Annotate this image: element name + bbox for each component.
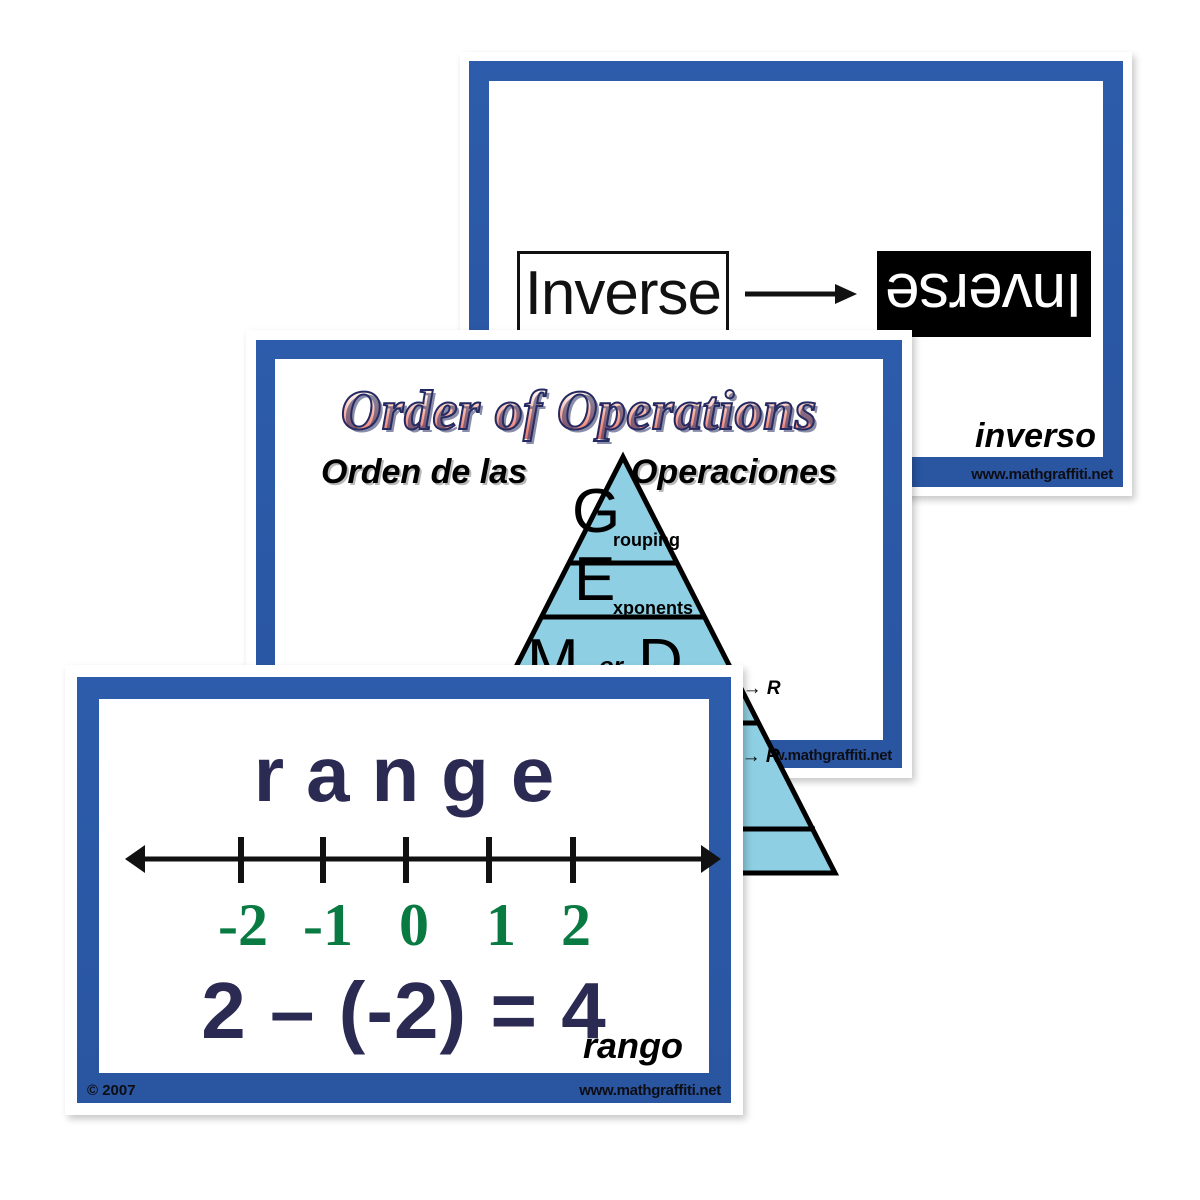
tick-label: 0	[399, 892, 429, 958]
inverse-diagram: Inverse Inverse	[517, 249, 1091, 339]
ops-subtitle-right: Operaciones	[630, 453, 837, 491]
site-url[interactable]: www.mathgraffiti.net	[579, 1081, 721, 1099]
inverse-inverted-box: Inverse	[876, 251, 1091, 337]
copyright-label: © 2007	[87, 1081, 136, 1099]
range-term-label: range	[253, 730, 577, 818]
inverse-term-box: Inverse	[517, 251, 729, 337]
card-inverse[interactable]: Inverse Inverse www.mathgraffiti.net inv…	[460, 52, 1132, 496]
ops-subtitle-left: Orden de las	[321, 453, 527, 491]
range-spanish-word: rango	[582, 1025, 683, 1066]
tick-label: -1	[303, 892, 353, 958]
tick-label: 2	[561, 892, 591, 958]
number-line	[125, 837, 721, 883]
tick-label: 1	[486, 892, 516, 958]
range-equation: 2 – (-2) = 4	[201, 966, 607, 1055]
inverse-term-label: Inverse	[524, 259, 722, 328]
card-range-footer: © 2007 www.mathgraffiti.net	[77, 1077, 731, 1103]
right-arrow-icon	[744, 284, 857, 304]
tick-label: -2	[218, 892, 268, 958]
inverse-inverted-label: Inverse	[885, 260, 1083, 329]
site-url[interactable]: www.mathgraffiti.net	[971, 465, 1113, 483]
ops-subtitle: Orden de las Operaciones	[275, 453, 883, 492]
inverse-spanish-word: inverso	[975, 417, 1096, 455]
ops-title: Order of Operations	[275, 382, 883, 440]
